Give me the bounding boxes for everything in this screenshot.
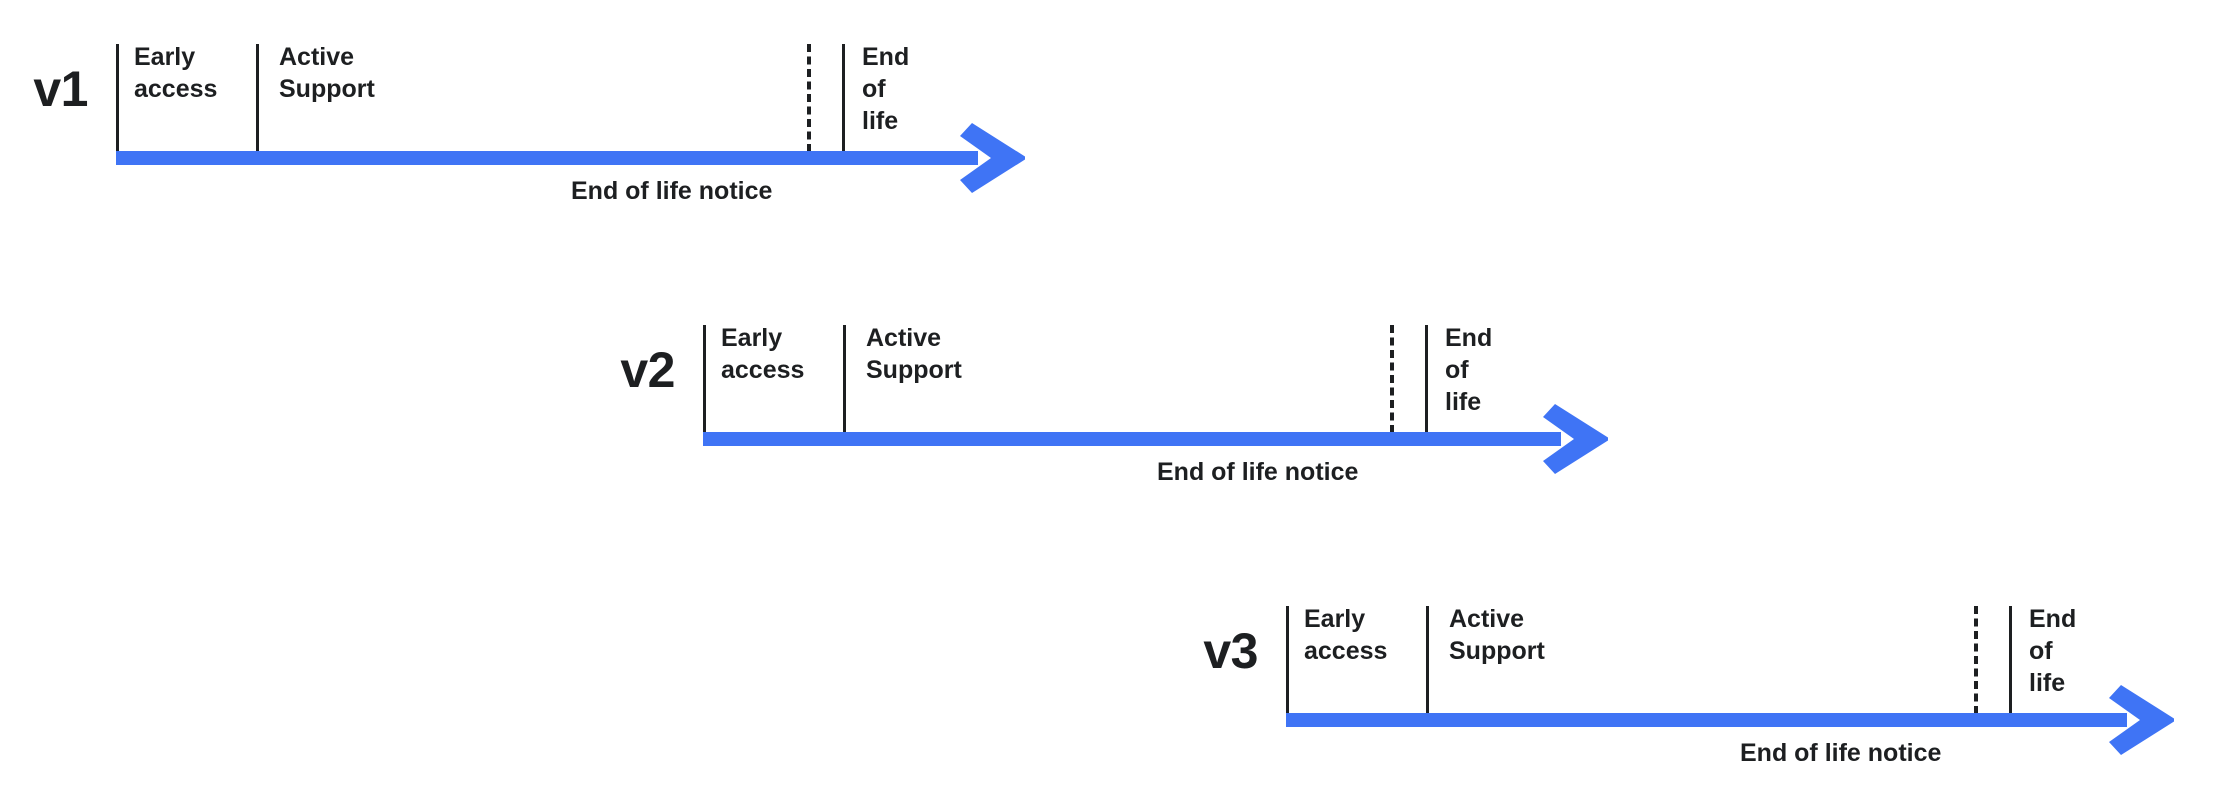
lifecycle-bar-v3 <box>1286 713 2127 727</box>
arrow-right-icon <box>960 123 1025 193</box>
phase-tick-end-of-life-v3 <box>2009 606 2012 714</box>
phase-tick-start-v3 <box>1286 606 1289 714</box>
phase-label-end-of-life-v2: End of life <box>1445 324 1493 416</box>
phase-tick-active-support-v1 <box>256 44 259 152</box>
phase-tick-active-support-v3 <box>1426 606 1429 714</box>
lifecycle-bar-v1 <box>116 151 978 165</box>
arrow-right-icon <box>2109 685 2174 755</box>
phase-tick-start-v2 <box>703 325 706 433</box>
phase-label-end-of-life-v1: End of life <box>862 43 910 135</box>
notice-label-v1: End of life notice <box>571 177 773 205</box>
notice-label-v2: End of life notice <box>1157 458 1359 486</box>
notice-label-v3: End of life notice <box>1740 739 1942 767</box>
version-label-v3: v3 <box>1203 623 1258 679</box>
lifecycle-bar-v2 <box>703 432 1561 446</box>
phase-label-active-support-v1: Active Support <box>279 43 375 103</box>
phase-label-early-access-v3: Early access <box>1304 605 1388 665</box>
phase-label-end-of-life-v3: End of life <box>2029 605 2077 697</box>
phase-tick-eol-notice-v1 <box>807 44 811 152</box>
phase-label-early-access-v2: Early access <box>721 324 805 384</box>
phase-label-early-access-v1: Early access <box>134 43 218 103</box>
phase-tick-end-of-life-v1 <box>842 44 845 152</box>
phase-tick-start-v1 <box>116 44 119 152</box>
phase-label-active-support-v3: Active Support <box>1449 605 1545 665</box>
phase-label-active-support-v2: Active Support <box>866 324 962 384</box>
phase-tick-active-support-v2 <box>843 325 846 433</box>
phase-tick-end-of-life-v2 <box>1425 325 1428 433</box>
phase-tick-eol-notice-v3 <box>1974 606 1978 714</box>
version-label-v2: v2 <box>620 342 675 398</box>
version-label-v1: v1 <box>33 61 88 117</box>
phase-tick-eol-notice-v2 <box>1390 325 1394 433</box>
arrow-right-icon <box>1543 404 1608 474</box>
